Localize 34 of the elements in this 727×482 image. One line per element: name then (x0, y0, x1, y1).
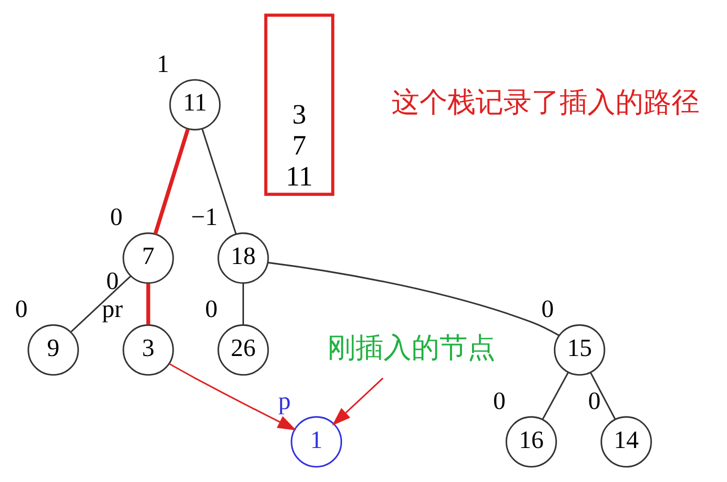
node-label: 0 (110, 204, 123, 232)
connector (70, 275, 132, 332)
arrow (169, 363, 296, 430)
connector (590, 372, 616, 420)
node-label: 0 (106, 268, 119, 295)
node-circle: 3 (122, 324, 174, 376)
node-circle: 11 (169, 79, 221, 130)
node-circle: 26 (218, 324, 269, 376)
connector (153, 128, 190, 235)
connector (146, 283, 150, 325)
connector (202, 128, 237, 234)
connector (542, 372, 569, 420)
node-label: 0 (205, 296, 218, 323)
node-circle: 16 (506, 416, 557, 468)
node-circle: 14 (600, 416, 652, 468)
node-box: 3 7 11 (264, 14, 334, 196)
connector (242, 283, 244, 325)
arrow (332, 378, 384, 426)
node-label: p (278, 388, 291, 415)
node-label: 1 (156, 50, 170, 78)
node-label: −1 (191, 204, 218, 232)
node-circle: 7 (122, 232, 174, 284)
node-label: pr (102, 296, 123, 323)
node-label: 0 (15, 296, 28, 323)
node-circle: 18 (218, 232, 269, 284)
label: 这个栈记录了插入的路径 (391, 88, 700, 119)
node-text: 刚插入的节点 (327, 332, 496, 364)
node-label: 0 (588, 388, 601, 415)
node-circle: 1 (290, 416, 342, 468)
node-label: 0 (541, 296, 554, 323)
node-circle: 9 (28, 324, 79, 376)
connector (268, 262, 560, 336)
node-circle: 15 (554, 324, 606, 376)
node-label: 0 (493, 388, 506, 415)
